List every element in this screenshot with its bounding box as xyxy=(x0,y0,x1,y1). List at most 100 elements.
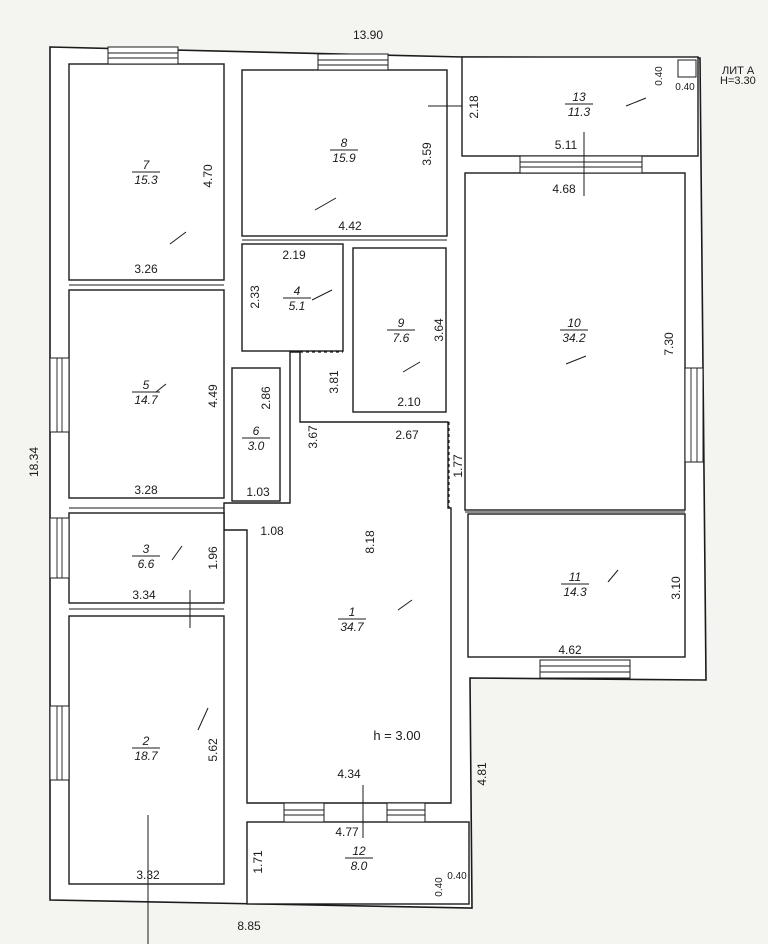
room-2-number: 2 xyxy=(142,734,150,748)
window-bottom-11 xyxy=(539,659,631,679)
pencil-mark xyxy=(169,231,187,245)
room-8-number: 8 xyxy=(341,136,348,150)
dim-r1-f: 1.08 xyxy=(260,524,284,538)
room-1-area: 34.7 xyxy=(340,620,365,634)
window-left-3 xyxy=(49,517,70,579)
room-12-number: 12 xyxy=(352,844,366,858)
room-3-number: 3 xyxy=(143,542,150,556)
dim-r1-c: 2.67 xyxy=(395,428,419,442)
dim-r3-h: 1.96 xyxy=(206,546,220,570)
window-top-7 xyxy=(107,46,179,65)
dim-r4-h: 2.33 xyxy=(248,285,262,309)
pencil-mark xyxy=(607,569,619,583)
room-2-area: 18.7 xyxy=(134,749,159,763)
dim-r6-w: 1.03 xyxy=(246,485,270,499)
dim-r12-e: 4.81 xyxy=(475,762,489,786)
room-8-area: 15.9 xyxy=(332,151,356,165)
pencil-mark xyxy=(397,599,413,611)
pencil-mark xyxy=(314,197,337,211)
window-left-5 xyxy=(49,357,70,433)
dim-r1-a: 3.81 xyxy=(327,370,341,394)
window-mid-10 xyxy=(519,155,643,174)
dim-r8-h: 3.59 xyxy=(420,142,434,166)
room-9-number: 9 xyxy=(398,316,405,330)
room-6-outline xyxy=(231,367,281,502)
dim-r13-h: 2.18 xyxy=(467,95,481,119)
room-6-number: 6 xyxy=(253,424,260,438)
ceiling-height: h = 3.00 xyxy=(373,728,420,743)
room-8-outline xyxy=(241,69,448,237)
dim-r5-h: 4.49 xyxy=(206,384,220,408)
room-13-area: 11.3 xyxy=(568,105,591,119)
window-top-8 xyxy=(317,53,389,71)
dim-r9-w: 2.10 xyxy=(397,395,421,409)
room-11-number: 11 xyxy=(569,570,581,584)
room-9-area: 7.6 xyxy=(393,331,410,345)
left-total-dim: 18.34 xyxy=(27,447,41,477)
room-1-outline xyxy=(223,351,452,804)
pencil-mark xyxy=(197,707,209,731)
room-7-area: 15.3 xyxy=(134,173,158,187)
pencil-mark xyxy=(565,355,587,365)
corner-square xyxy=(677,59,697,78)
dim-r1-w: 4.34 xyxy=(337,767,361,781)
dim-r12-w: 4.77 xyxy=(335,825,359,839)
room-7-number: 7 xyxy=(143,158,151,172)
dim-r1-d: 1.77 xyxy=(451,454,465,478)
room-5-area: 14.7 xyxy=(134,393,159,407)
pencil-mark xyxy=(155,383,167,393)
dim-r1-e: 8.18 xyxy=(363,530,377,554)
room-13-outline xyxy=(461,56,699,157)
dim-r2-h: 5.62 xyxy=(206,738,220,762)
dim-r11-w: 4.62 xyxy=(558,643,582,657)
lit-label: ЛИТ А xyxy=(722,65,755,77)
room-3-area: 6.6 xyxy=(138,557,155,571)
room-11-area: 14.3 xyxy=(563,585,587,599)
window-bottom-1 xyxy=(283,802,325,823)
room-12-outline xyxy=(246,821,470,905)
corner-dim-a: 0.40 xyxy=(654,66,665,86)
dim-r3-w: 3.34 xyxy=(132,588,156,602)
room-12-area: 8.0 xyxy=(351,859,368,873)
corner-dim-c: 0.40 xyxy=(434,877,445,897)
room-13-number: 13 xyxy=(572,90,586,104)
room-10-outline xyxy=(464,172,686,511)
window-right-10 xyxy=(684,367,704,463)
dim-r9-h: 3.64 xyxy=(432,318,446,342)
bottom-total-dim: 8.85 xyxy=(237,919,261,933)
dim-r5-w: 3.28 xyxy=(134,483,158,497)
room-6-area: 3.0 xyxy=(248,439,265,453)
room-10-area: 34.2 xyxy=(562,331,586,345)
dim-r7-w: 3.26 xyxy=(134,262,158,276)
top-total-dim: 13.90 xyxy=(353,28,383,42)
dim-r10-h: 7.30 xyxy=(662,332,676,356)
room-2-outline xyxy=(68,615,225,885)
room-3-outline xyxy=(68,512,225,604)
room-11-outline xyxy=(467,513,686,658)
dim-r10-w: 4.68 xyxy=(552,182,576,196)
pencil-mark xyxy=(402,361,421,373)
pencil-mark xyxy=(311,289,333,301)
dim-r1-b: 3.67 xyxy=(306,425,320,449)
window-left-2 xyxy=(49,705,70,781)
height-label: H=3.30 xyxy=(720,75,756,87)
window-bottom-1b xyxy=(386,802,426,823)
room-5-outline xyxy=(68,289,225,499)
dim-r13-w: 5.11 xyxy=(555,138,578,152)
pencil-mark xyxy=(625,97,647,107)
pencil-mark xyxy=(171,545,183,561)
dim-r4-w: 2.19 xyxy=(282,248,306,262)
room-4-number: 4 xyxy=(294,284,301,298)
dim-r2-w: 3.32 xyxy=(136,868,160,882)
corner-dim-d: 0.40 xyxy=(447,871,467,882)
dim-r12-h: 1.71 xyxy=(251,850,265,874)
room-10-number: 10 xyxy=(567,316,581,330)
room-4-area: 5.1 xyxy=(289,299,306,313)
corner-dim-b: 0.40 xyxy=(675,82,695,93)
room-labels: 134.7218.736.645.1514.763.0715.3815.997.… xyxy=(132,90,593,873)
room-5-number: 5 xyxy=(143,378,150,392)
dim-r8-w: 4.42 xyxy=(338,219,362,233)
dim-r11-h: 3.10 xyxy=(669,576,683,600)
dim-r6-h: 2.86 xyxy=(259,386,273,410)
